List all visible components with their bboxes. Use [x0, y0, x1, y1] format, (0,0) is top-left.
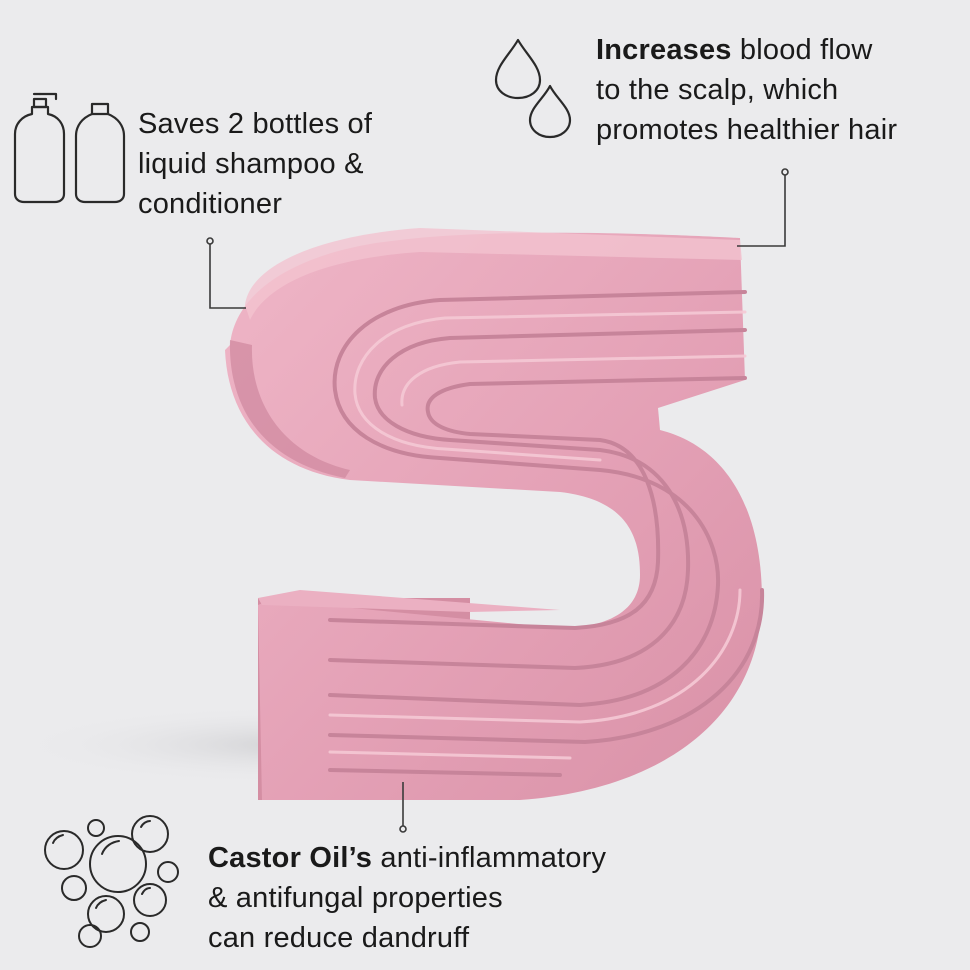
callout-castor-line-3: can reduce dandruff	[208, 922, 470, 954]
water-drops-icon	[494, 38, 572, 139]
callout-bloodflow-line-3: promotes healthier hair	[596, 114, 898, 146]
callout-bloodflow-bold: Increases	[596, 34, 732, 66]
leader-line-bottles	[209, 241, 246, 309]
callout-bottles-line-3: conditioner	[138, 188, 283, 220]
shampoo-bottles-icon	[13, 92, 126, 204]
callout-bottles: Saves 2 bottles of liquid shampoo & cond…	[138, 104, 372, 224]
leader-line-bloodflow	[737, 172, 786, 247]
callout-bloodflow: Increases blood flow to the scalp, which…	[596, 30, 897, 150]
callout-castor-bold: Castor Oil’s	[208, 842, 373, 874]
callout-castor-line-1: Castor Oil’s anti-inflammatory	[208, 838, 606, 878]
callout-leader-lines	[206, 168, 789, 833]
callout-castor-line-2: & antifungal properties	[208, 882, 503, 914]
bubbles-icon	[44, 815, 179, 948]
callout-bottles-line-2: liquid shampoo &	[138, 148, 364, 180]
callout-bloodflow-line-2: to the scalp, which	[596, 74, 839, 106]
shampoo-bar	[225, 228, 765, 800]
callout-bloodflow-line-1: Increases blood flow	[596, 30, 897, 70]
callout-castor: Castor Oil’s anti-inflammatory & antifun…	[208, 838, 606, 958]
callout-bloodflow-line-1-rest: blood flow	[731, 34, 873, 66]
callout-castor-line-1-rest: anti-inflammatory	[372, 842, 607, 874]
callout-bottles-line-1: Saves 2 bottles of	[138, 108, 373, 140]
